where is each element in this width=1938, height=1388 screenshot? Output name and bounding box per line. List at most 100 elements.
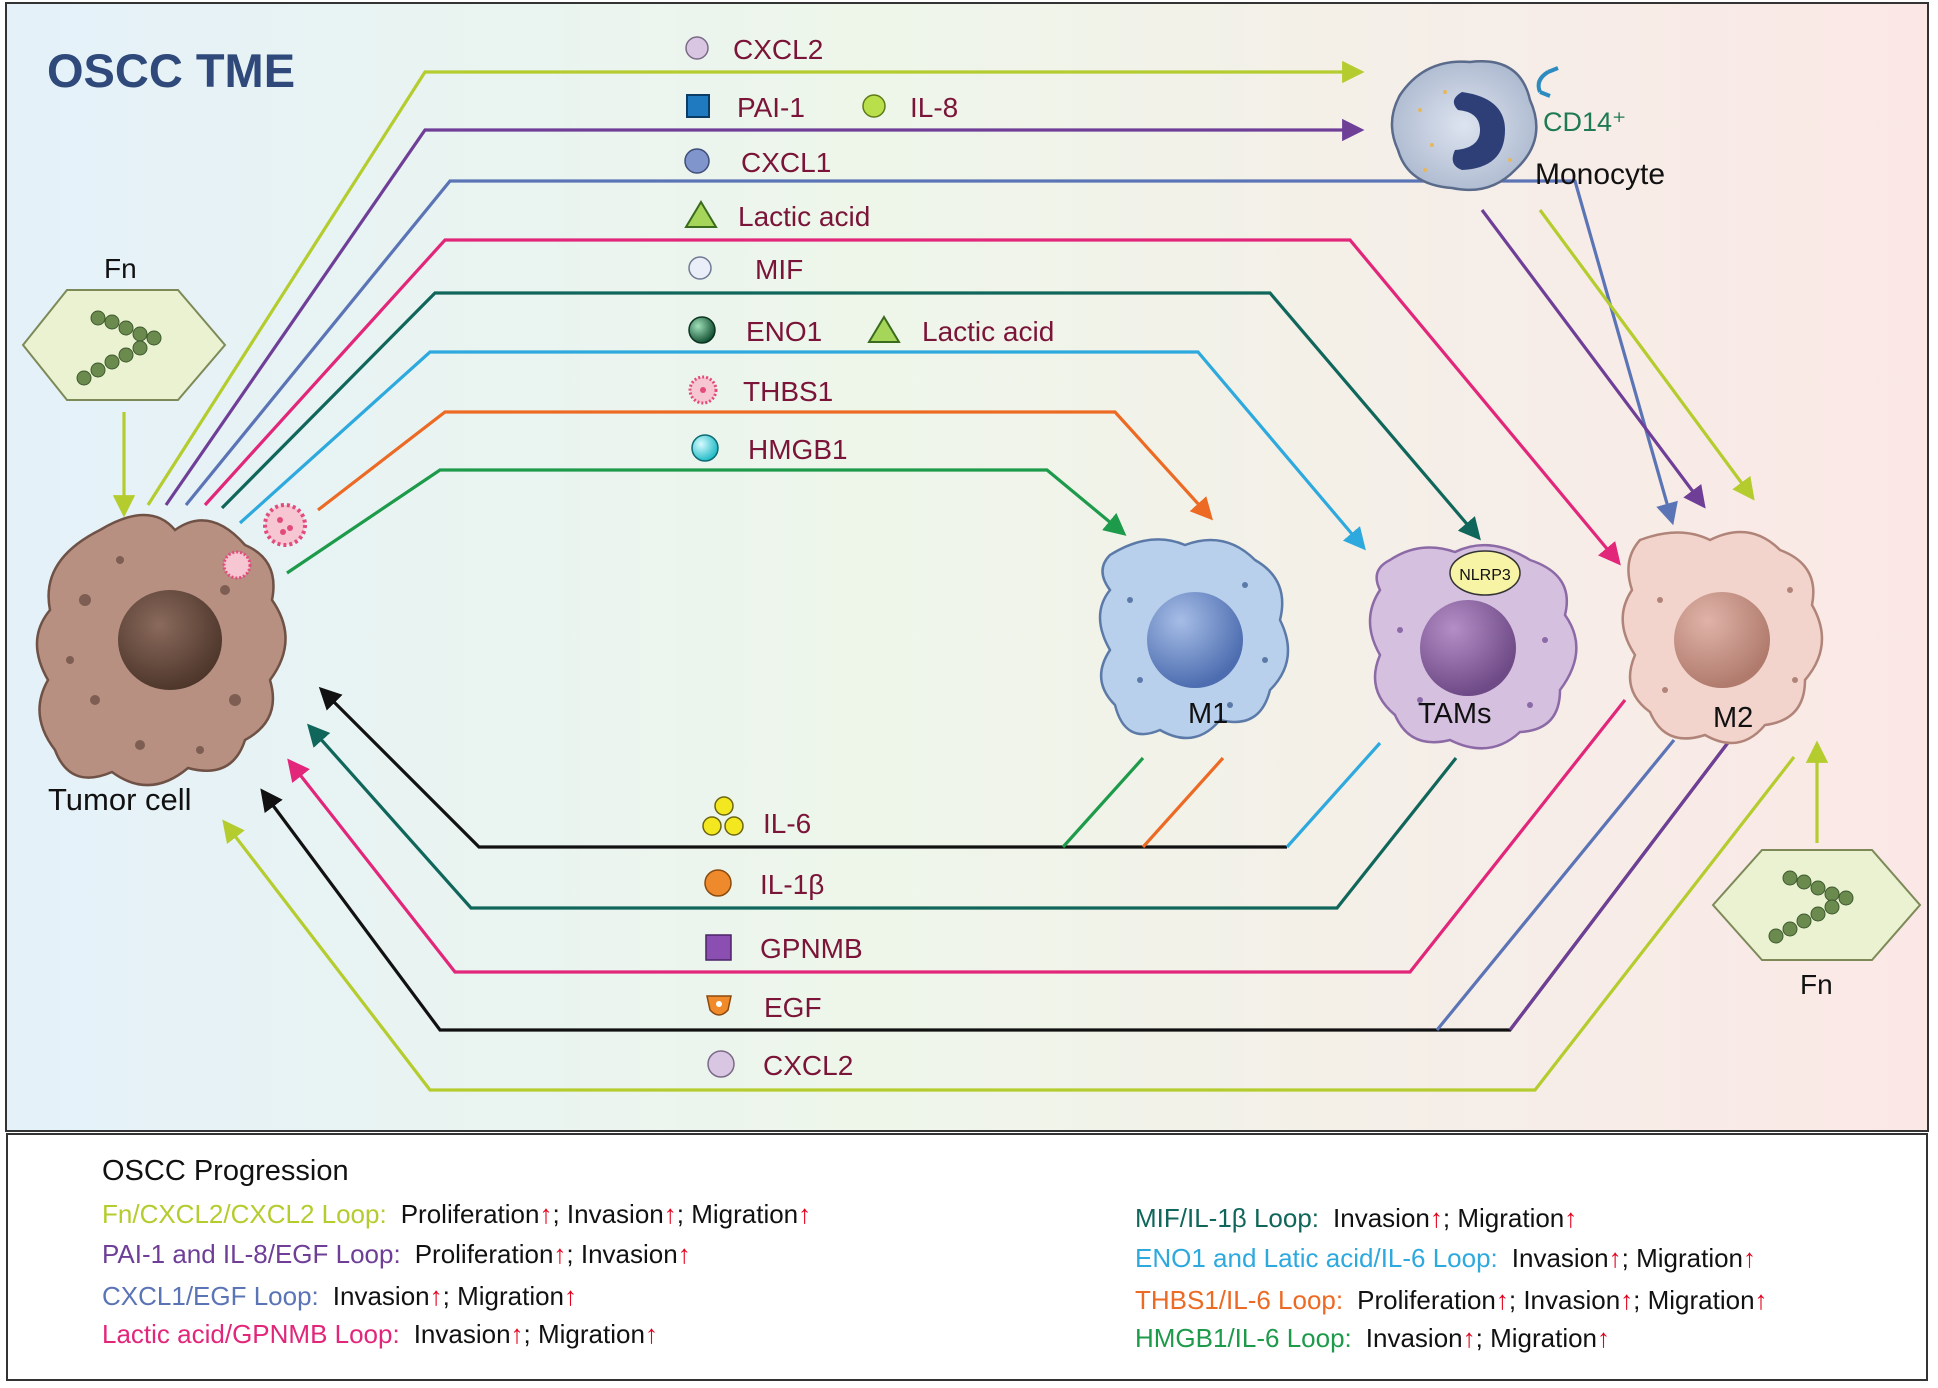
line-m2-egf-purple: [1508, 739, 1732, 1031]
legend-loop-name: HMGB1/IL-6 Loop:: [1135, 1323, 1352, 1353]
m2-nucleus: [1674, 592, 1770, 688]
arrow-cxcl2-to-monocyte: [146, 60, 1365, 506]
line-m1-il6-orange: [1141, 756, 1225, 849]
legend-row: MIF/IL-1β Loop: Invasion↑; Migration↑: [1135, 1203, 1577, 1234]
arrow-monocyte-to-m2-lime: [1538, 209, 1755, 501]
legend-effect: Invasion: [413, 1319, 511, 1349]
legend-row: ENO1 and Latic acid/IL-6 Loop:Invasion↑;…: [1135, 1243, 1756, 1274]
legend-effect: Proliferation: [1357, 1285, 1496, 1315]
legend-loop-name: THBS1/IL-6 Loop:: [1135, 1285, 1344, 1315]
monocyte-nucleus: [1452, 92, 1505, 170]
thbs1-vesicle-icon: [222, 550, 252, 580]
circle-lime-icon: [862, 94, 886, 118]
factor-label: IL-1β: [760, 869, 824, 900]
factor-label: THBS1: [743, 376, 833, 407]
arrow-lactic-to-m2: [203, 238, 1621, 566]
tams-label: TAMs: [1418, 698, 1492, 730]
factor-label: MIF: [755, 254, 803, 285]
up-arrow-icon: ↑: [429, 1281, 443, 1311]
tumor-nucleus: [118, 590, 222, 690]
legend-effect: Migration: [457, 1281, 565, 1311]
legend-effect: Invasion: [580, 1239, 678, 1269]
legend-effect: Migration: [1457, 1203, 1565, 1233]
legend-effect: Migration: [1636, 1243, 1744, 1273]
m2-label: M2: [1713, 702, 1753, 734]
up-arrow-icon: ↑: [1495, 1285, 1509, 1315]
legend-effects: Invasion↑; Migration↑: [1333, 1203, 1578, 1233]
arrow-cxcl2-to-tumor: [222, 756, 1796, 1092]
up-arrow-icon: ↑: [1597, 1323, 1611, 1353]
legend-row: THBS1/IL-6 Loop: Proliferation↑; Invasion…: [1135, 1285, 1768, 1316]
legend-effect: Migration: [538, 1319, 645, 1349]
arrow-cxcl1-to-m2: [184, 179, 1678, 526]
legend-effect: Migration: [691, 1199, 799, 1229]
up-arrow-icon: ↑: [564, 1281, 578, 1311]
factor-label: CXCL2: [733, 34, 823, 65]
factor-label: PAI-1: [737, 92, 805, 123]
circle-pale-icon: [688, 256, 712, 280]
legend-effect: Proliferation: [400, 1199, 540, 1229]
m1-macrophage: M1: [1098, 538, 1290, 740]
tumor-cell: Tumor cell: [35, 503, 307, 817]
fibronectin-chain-icon: [76, 310, 162, 386]
up-arrow-icon: ↑: [644, 1319, 658, 1349]
legend-row: HMGB1/IL-6 Loop:Invasion↑; Migration↑: [1135, 1323, 1610, 1354]
three-yellow-dots-icon: [702, 796, 744, 836]
thbs1-vesicle-icon: [263, 503, 307, 547]
legend-row: PAI-1 and IL-8/EGF Loop:Proliferation↑; …: [102, 1239, 691, 1270]
arrow-gpnmb-to-tumor: [287, 699, 1627, 974]
factor-label: IL-6: [763, 808, 811, 839]
nlrp3-inflammasome-icon: [1449, 550, 1521, 596]
m1-label: M1: [1188, 698, 1228, 730]
up-arrow-icon: ↑: [510, 1319, 524, 1349]
cd14-label: CD14⁺: [1543, 107, 1626, 137]
fibronectin-right: Fn: [1711, 849, 1922, 1000]
cd14-receptor-icon: [1536, 66, 1559, 98]
circle-steelblue-icon: [684, 148, 710, 174]
up-arrow-icon: ↑: [1743, 1243, 1757, 1273]
m2-macrophage: M2: [1621, 530, 1824, 745]
sphere-darkgreen-icon: [688, 316, 716, 344]
legend-row: CXCL1/EGF Loop:Invasion↑; Migration↑: [102, 1281, 577, 1312]
legend-effects: Proliferation↑; Invasion↑: [414, 1239, 691, 1269]
up-arrow-icon: ↑: [1608, 1243, 1622, 1273]
up-arrow-icon: ↑: [1462, 1323, 1476, 1353]
factor-label: GPNMB: [760, 933, 863, 964]
triangle-green-icon: [867, 315, 901, 343]
diagram-title: OSCC TME: [47, 44, 295, 97]
factor-label: IL-8: [910, 92, 958, 123]
tams: NLRP3 TAMs: [1368, 543, 1578, 750]
legend-effect: Proliferation: [414, 1239, 554, 1269]
legend-effects: Invasion↑; Migration↑: [1511, 1243, 1757, 1273]
legend-loop-name: MIF/IL-1β Loop:: [1135, 1203, 1320, 1233]
legend-loop-name: Lactic acid/GPNMB Loop:: [102, 1319, 400, 1349]
legend-effects: Proliferation↑; Invasion↑; Migration↑: [400, 1199, 812, 1229]
legend-effect: Invasion: [1365, 1323, 1463, 1353]
legend-row: Fn/CXCL2/CXCL2 Loop:Proliferation↑; Inva…: [102, 1199, 811, 1230]
fibronectin-hexagon-icon: [21, 289, 227, 401]
up-arrow-icon: ↑: [663, 1199, 677, 1229]
legend-effects: Proliferation↑; Invasion↑; Migration↑: [1357, 1285, 1768, 1315]
arrow-hmgb1-to-m1: [286, 468, 1127, 575]
line-m1-il6-green: [1061, 756, 1145, 849]
legend-effect: Invasion: [332, 1281, 430, 1311]
legend-effect: Migration: [1490, 1323, 1598, 1353]
monocyte: CD14⁺ Monocyte: [1390, 60, 1665, 192]
triangle-green-icon: [684, 200, 718, 228]
bottom-factor-labels: IL-6 IL-1β GPNMB EGF CXCL2: [702, 796, 863, 1081]
factor-label: CXCL1: [741, 147, 831, 178]
up-arrow-icon: ↑: [553, 1239, 567, 1269]
arrow-eno1-to-tams: [238, 350, 1366, 551]
legend-effects: Invasion↑; Migration↑: [332, 1281, 578, 1311]
arrow-il6-to-tumor: [318, 686, 1287, 849]
circle-lilac-icon: [685, 36, 709, 60]
up-arrow-icon: ↑: [1564, 1203, 1578, 1233]
legend-loop-name: Fn/CXCL2/CXCL2 Loop:: [102, 1199, 387, 1229]
legend-effect: Invasion: [1511, 1243, 1609, 1273]
legend-effects: Invasion↑; Migration↑: [413, 1319, 658, 1349]
fn-label: Fn: [1800, 969, 1833, 1000]
factor-label: HMGB1: [748, 434, 848, 465]
fibronectin-hexagon-icon: [1711, 849, 1922, 961]
up-arrow-icon: ↑: [1429, 1203, 1443, 1233]
legend-title: OSCC Progression: [102, 1155, 349, 1187]
